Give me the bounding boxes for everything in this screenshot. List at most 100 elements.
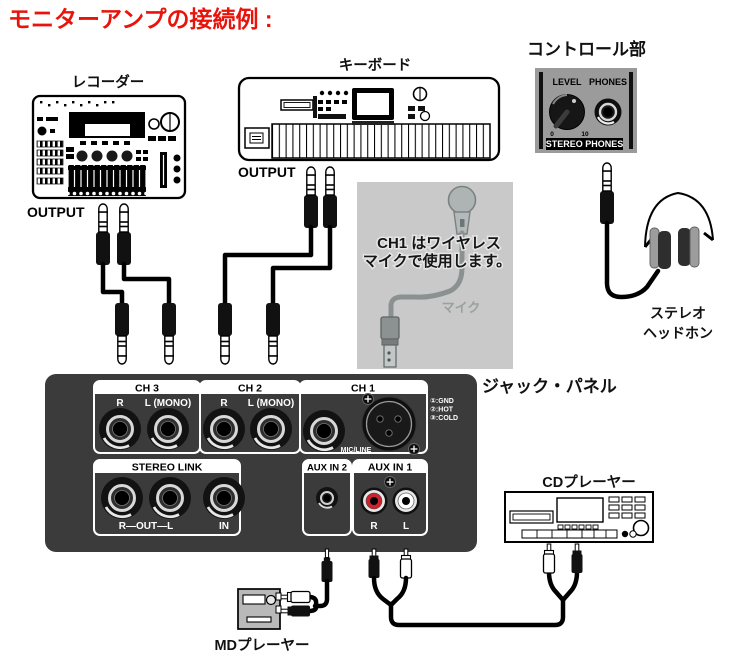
aux-in-1-screw (383, 475, 397, 489)
aux-in-1-r-label: R (370, 521, 378, 532)
cd-plug-black (571, 543, 583, 574)
keyboard-label: キーボード (339, 57, 412, 74)
recorder-output-plug-left (95, 203, 111, 266)
jack-panel-group: ジャック・パネル CH 3 R L (MONO) CH 2 R L (MONO)… (45, 374, 617, 552)
aux1-cable-l (388, 575, 409, 608)
recorder-output-label: OUTPUT (27, 204, 85, 220)
mic-xlr-plug (380, 316, 400, 368)
control-group: コントロール部 LEVEL PHONES 0 10 STEREO PHONES (527, 39, 646, 153)
cd-group: CDプレーヤー (368, 474, 654, 628)
ch3-l-jack (145, 406, 191, 452)
cd-knob (632, 519, 650, 537)
aux-in-2-section: AUX IN 2 (302, 459, 352, 536)
ch3-section: CH 3 R L (MONO) (93, 380, 201, 454)
xlr-pin3-label: ③:COLD (430, 415, 458, 422)
md-illustration (237, 588, 282, 630)
recorder-cable-left (100, 261, 125, 307)
level-knob (549, 94, 585, 130)
keyboard-illustration (237, 76, 501, 162)
ch3-r-jack (97, 406, 143, 452)
level-label: LEVEL (552, 77, 582, 87)
stereo-link-out-label: R—OUT—L (119, 521, 173, 532)
cd-cable-stem (388, 597, 566, 628)
recorder-to-ch3-plug-l (161, 302, 177, 365)
headphones-group: ステレオ ヘッドホン (599, 162, 714, 341)
keyboard-output-label: OUTPUT (238, 164, 296, 180)
md-adapter-plug-white (280, 590, 311, 604)
xlr-screw-top (361, 392, 375, 406)
stereo-link-title: STEREO LINK (132, 462, 203, 474)
keyboard-to-ch2-plug-l (265, 302, 281, 365)
recorder-illustration (31, 94, 187, 200)
headphone-cable (604, 220, 661, 300)
cd-illustration (504, 491, 654, 543)
mini-plug-cable (312, 578, 330, 609)
recorder-faders (68, 165, 146, 187)
xlr-pin2-label: ②:HOT (430, 407, 454, 414)
mic-label: マイク (442, 300, 481, 315)
ch2-l-jack (248, 406, 294, 452)
note-box (357, 182, 513, 369)
keyboard-output-plug-right (322, 166, 338, 229)
adapter-cable-white (307, 594, 319, 607)
md-adapter-plug-black (280, 605, 311, 617)
md-group: MDプレーヤー (214, 548, 333, 654)
mic-note-group: CH1 はワイヤレス マイクで使用します。 マイク (357, 182, 513, 369)
phones-jack (594, 98, 622, 126)
headphone-plug (599, 162, 615, 225)
ch3-l-label: L (MONO) (145, 398, 191, 409)
phones-label: PHONES (589, 77, 627, 87)
aux-in-2-jack (315, 486, 339, 510)
headphones-label-line2: ヘッドホン (643, 325, 713, 341)
aux1-plug-l (399, 548, 413, 579)
note-line1: CH1 はワイヤレス (377, 235, 501, 252)
ch2-l-label: L (MONO) (248, 398, 294, 409)
headphones-label-line1: ステレオ (650, 305, 706, 321)
mic-cable (388, 230, 465, 321)
keyboard-keys (271, 123, 491, 159)
recorder-to-ch3-plug-r (114, 302, 130, 365)
stereo-link-in-label: IN (219, 521, 229, 532)
aux-in-1-title: AUX IN 1 (368, 462, 413, 474)
ch1-jack-label: MIC/LINE (341, 447, 372, 454)
md-label: MDプレーヤー (214, 637, 309, 654)
cd-cable-black (560, 569, 580, 603)
keyboard-output-plug-left (303, 166, 319, 229)
ch1-xlr-jack (361, 396, 417, 452)
stereo-phones-label: STEREO PHONES (546, 139, 624, 149)
aux-in-1-r-jack (360, 487, 388, 515)
knob-min-label: 0 (550, 131, 554, 138)
stereo-phones-strip (546, 138, 623, 150)
stereo-link-out-l-jack (147, 475, 193, 521)
page-title: モニターアンプの接続例 : (8, 6, 273, 32)
ch3-title: CH 3 (135, 383, 159, 395)
ch3-r-label: R (116, 398, 124, 409)
aux-in-2-title: AUX IN 2 (307, 463, 347, 474)
recorder-output-plug-right (116, 203, 132, 266)
recorder-cable-right (121, 261, 172, 307)
keyboard-to-ch2-plug-r (217, 302, 233, 365)
mic-icon (447, 185, 477, 235)
aux-in-1-l-jack (392, 487, 420, 515)
ch2-r-jack (201, 406, 247, 452)
cd-label: CDプレーヤー (542, 474, 635, 491)
aux-in-1-l-label: L (403, 521, 409, 532)
control-label: コントロール部 (527, 39, 646, 59)
stereo-link-out-r-jack (99, 475, 145, 521)
cd-plug-white (542, 543, 556, 574)
jack-panel-label: ジャック・パネル (482, 377, 617, 396)
aux1-plug-r (368, 548, 380, 579)
headphones-illustration (643, 191, 714, 269)
xlr-screw-bottom (407, 442, 421, 456)
recorder-label: レコーダー (72, 73, 145, 91)
xlr-pin1-label: ①:GND (430, 398, 454, 405)
ch2-title: CH 2 (238, 383, 262, 395)
ch1-section: CH 1 MIC/LINE ①:GND ②:HOT ③:COLD (299, 380, 458, 456)
keyboard-group: キーボード OUTPUT (217, 57, 501, 365)
keyboard-cable-left (222, 224, 314, 307)
adapter-cable-black (307, 603, 319, 614)
aux-in-1-section: AUX IN 1 R L (352, 459, 428, 536)
aux1-cable-r (371, 575, 394, 608)
